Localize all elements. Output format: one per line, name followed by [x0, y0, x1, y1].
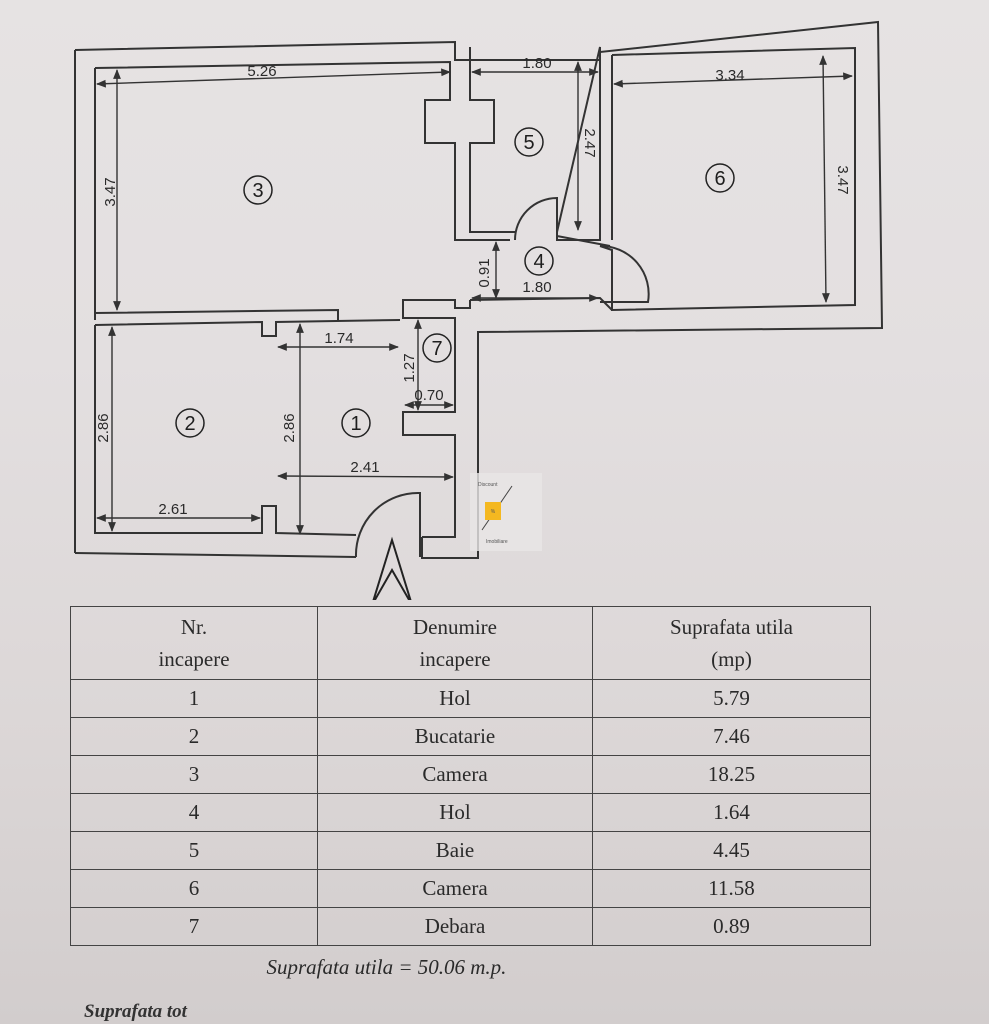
- cell-area: 18.25: [592, 755, 871, 794]
- cell-name: Hol: [317, 679, 593, 718]
- room-label-2: 2: [175, 408, 205, 438]
- room-label-1: 1: [341, 408, 371, 438]
- svg-text:4: 4: [533, 251, 544, 273]
- cell-name: Baie: [317, 831, 593, 870]
- door-room5: [514, 196, 558, 241]
- svg-text:Discount: Discount: [478, 482, 498, 488]
- dim-room6-height: 3.47: [834, 165, 851, 194]
- dim-room1-top-width: 1.74: [324, 330, 353, 347]
- room-label-6: 6: [705, 163, 735, 193]
- dim-room4-height: 0.91: [476, 258, 493, 287]
- dim-room2-height: 2.86: [95, 413, 112, 442]
- cell-area: 11.58: [592, 869, 871, 908]
- dim-room1-height: 2.86: [281, 413, 298, 442]
- room12-outline: [94, 319, 401, 536]
- cell-name: Camera: [317, 755, 593, 794]
- north-arrow-icon: [372, 536, 412, 600]
- cell-nr: 6: [70, 869, 318, 908]
- cell-name: Hol: [317, 793, 593, 832]
- cell-name: Bucatarie: [317, 717, 593, 756]
- svg-text:5: 5: [523, 132, 534, 154]
- floor-plan: 5.26 3.47 1.80 2.47 3.34 3.47 0.91 1.80 …: [74, 20, 884, 600]
- room-label-7: 7: [422, 333, 452, 363]
- footer-partial-text: Suprafata tot: [84, 1001, 187, 1022]
- cell-nr: 5: [70, 831, 318, 870]
- cell-nr: 7: [70, 907, 318, 946]
- svg-text:7: 7: [431, 338, 442, 360]
- svg-text:2: 2: [184, 413, 195, 435]
- header-area: Suprafata utila(mp): [592, 606, 871, 680]
- cell-nr: 4: [70, 793, 318, 832]
- watermark-stamp: % Discount Imobiliare: [470, 473, 542, 551]
- cell-area: 5.79: [592, 679, 871, 718]
- door-room6: [599, 244, 650, 303]
- svg-text:1: 1: [350, 413, 361, 435]
- dim-room4-width: 1.80: [522, 279, 551, 296]
- cell-area: 4.45: [592, 831, 871, 870]
- total-area: Suprafata utila = 50.06 m.p.: [70, 945, 871, 988]
- dim-room6-width: 3.34: [715, 67, 744, 84]
- dim-room7-height: 1.27: [401, 353, 418, 382]
- dim-room3-height: 3.47: [102, 177, 119, 206]
- cell-nr: 2: [70, 717, 318, 756]
- dim-room3-width: 5.26: [247, 63, 276, 80]
- dim-room1-width: 2.41: [350, 459, 379, 476]
- cell-name: Debara: [317, 907, 593, 946]
- svg-text:%: %: [491, 509, 496, 515]
- cell-area: 7.46: [592, 717, 871, 756]
- cell-area: 1.64: [592, 793, 871, 832]
- table-total-row: Suprafata utila = 50.06 m.p.: [70, 945, 871, 988]
- dim-room7-width: 0.70: [414, 387, 443, 404]
- cell-nr: 1: [70, 679, 318, 718]
- cell-name: Camera: [317, 869, 593, 908]
- cell-nr: 3: [70, 755, 318, 794]
- room-label-3: 3: [243, 175, 273, 205]
- dim-room2-width: 2.61: [158, 501, 187, 518]
- room3-outline: [94, 60, 510, 320]
- svg-text:Imobiliare: Imobiliare: [486, 539, 508, 545]
- room-label-4: 4: [524, 246, 554, 276]
- room6-outline: [599, 46, 856, 312]
- dim-room5-height: 2.47: [581, 128, 598, 157]
- header-nr: Nr.incapere: [70, 606, 318, 680]
- svg-text:3: 3: [252, 180, 263, 202]
- room-label-5: 5: [514, 127, 544, 157]
- svg-text:6: 6: [714, 168, 725, 190]
- door-entrance: [354, 491, 421, 558]
- cell-area: 0.89: [592, 907, 871, 946]
- dim-room5-width: 1.80: [522, 55, 551, 72]
